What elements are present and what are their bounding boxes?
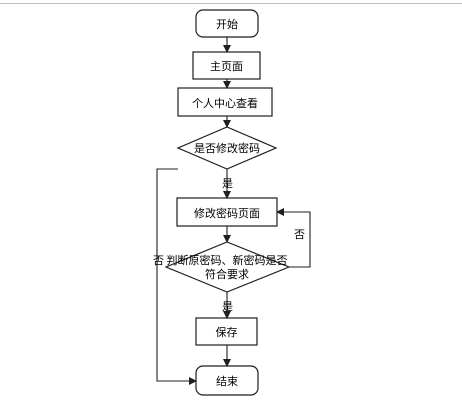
personal-center-node: 个人中心查看: [177, 87, 273, 117]
change-password-page-node: 修改密码页面: [176, 197, 278, 227]
edge-label-yes-2: 是: [222, 300, 233, 313]
edge-label-no-2: 否: [294, 228, 305, 241]
connectors: [156, 37, 311, 385]
arrow-decision-no-to-end: [156, 168, 197, 385]
home-label: 主页面: [210, 60, 243, 73]
decision-validate-label-line1: 判断原密码、新密码是否: [167, 253, 288, 267]
change-password-page-label: 修改密码页面: [194, 206, 260, 220]
decision-validate-label-line2: 符合要求: [205, 267, 249, 281]
decision-change-password-label: 是否修改密码: [194, 141, 260, 155]
arrow-validate-no-loop: [276, 208, 311, 268]
decision-change-password-node: 是否修改密码: [176, 126, 278, 170]
home-node: 主页面: [192, 51, 261, 80]
edge-label-yes-1: 是: [222, 177, 233, 190]
save-node: 保存: [195, 317, 258, 346]
decision-validate-node: 判断原密码、新密码是否 符合要求: [164, 241, 291, 293]
edge-label-no-1: 否: [153, 254, 164, 267]
start-node: 开始: [195, 9, 259, 38]
save-label: 保存: [216, 325, 238, 339]
start-label: 开始: [216, 17, 238, 31]
end-label: 结束: [216, 375, 238, 388]
end-node: 结束: [195, 365, 259, 396]
top-divider: [0, 3, 462, 4]
personal-center-label: 个人中心查看: [192, 96, 258, 110]
